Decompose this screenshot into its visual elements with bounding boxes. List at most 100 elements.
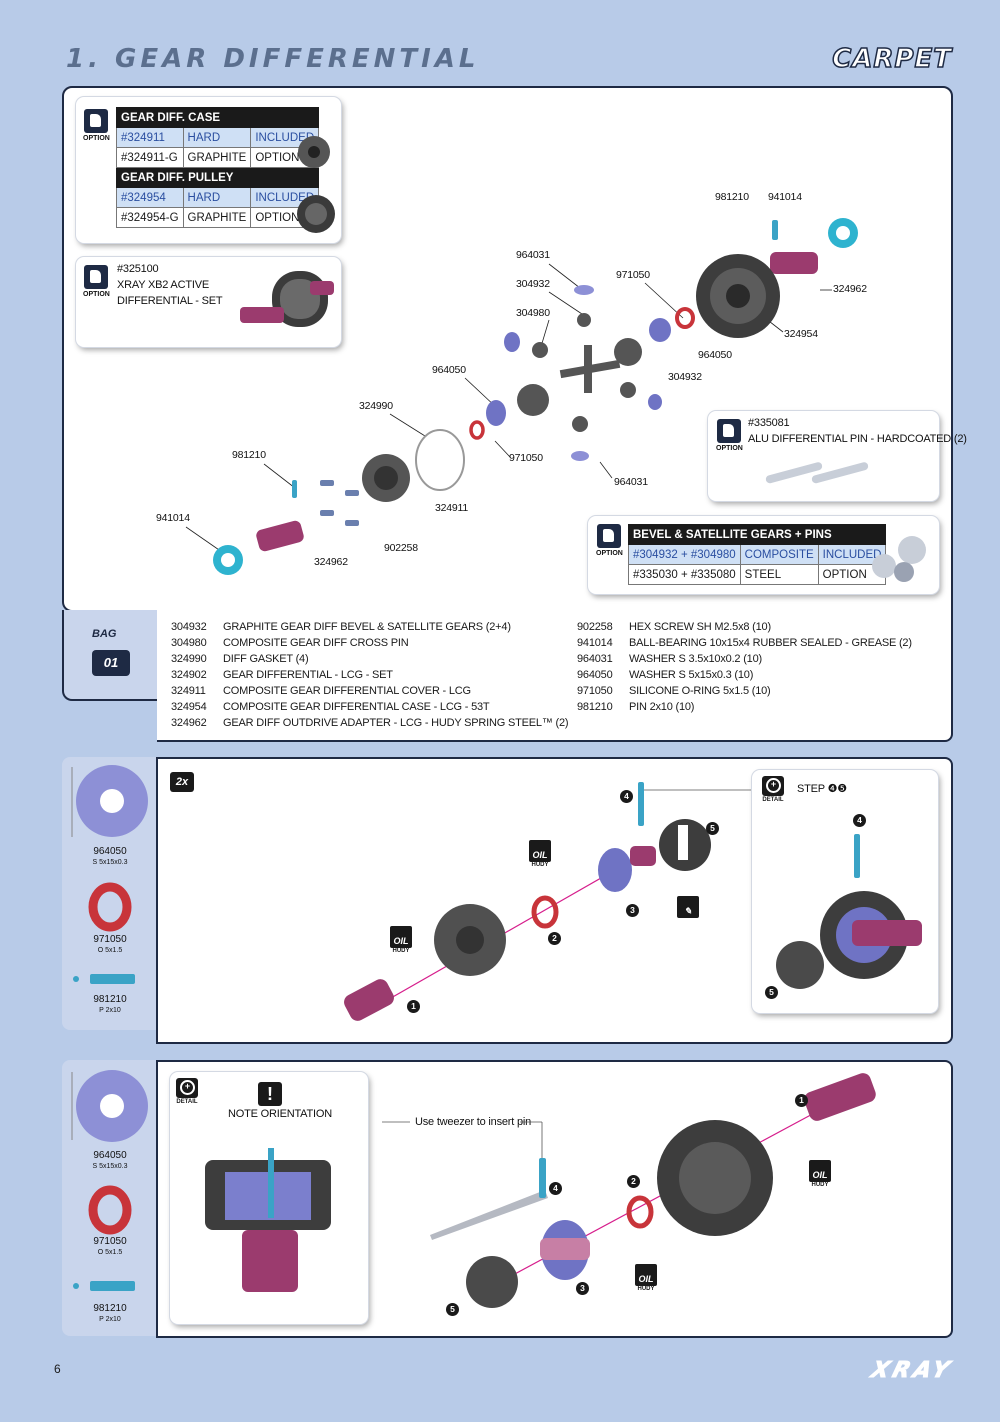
active-diff-image [240, 271, 334, 327]
table-cell: COMPOSITE [739, 544, 819, 565]
option-icon: OPTION [716, 419, 743, 452]
page-title: 1. GEAR DIFFERENTIAL [66, 44, 480, 74]
brand-logo: XRAY [868, 1358, 956, 1384]
sidebar-part-size: O 5x1.5 [97, 1249, 123, 1256]
part-label: 304932 [516, 278, 550, 290]
part-label: 324954 [784, 328, 818, 340]
sidebar-part-code: 964050 [93, 846, 127, 857]
part-label: 324962 [833, 283, 867, 295]
step2-sidebar-parts [71, 1070, 148, 1291]
part-label: 964050 [698, 349, 732, 361]
table-cell: INCLUDED [817, 544, 887, 565]
table-cell: #324911-G [116, 147, 184, 168]
part-label: 941014 [156, 512, 190, 524]
step1-detail-card: DETAIL STEP ❹❺ 4 5 [752, 770, 938, 1013]
table-cell: #324911 [116, 127, 184, 148]
step-number: 5 [446, 1303, 459, 1316]
table-header: GEAR DIFF. PULLEY [115, 167, 320, 188]
table-cell: HARD [182, 127, 252, 148]
warning-icon: ! [258, 1082, 282, 1106]
bag-number: 01 [92, 650, 130, 676]
step-number: 2 [548, 932, 561, 945]
step-number: 4 [853, 814, 866, 827]
step-number: 3 [576, 1282, 589, 1295]
table-cell: GRAPHITE [182, 207, 252, 228]
part-label: 304932 [668, 371, 702, 383]
detail-icon: DETAIL [760, 776, 786, 803]
detail-assembly [776, 834, 922, 989]
bag-label: BAG [92, 628, 117, 640]
active-diff-name: XRAY XB2 ACTIVE [117, 279, 209, 291]
part-label: 971050 [509, 452, 543, 464]
part-label: 324990 [359, 400, 393, 412]
sidebar-part-size: S 5x15x0.3 [92, 859, 128, 866]
table-cell: HARD [182, 187, 252, 208]
sidebar-part-code: 981210 [93, 1303, 127, 1314]
option-icon: OPTION [83, 109, 110, 142]
tweezer-note: Use tweezer to insert pin [415, 1116, 532, 1128]
part-label: 971050 [616, 269, 650, 281]
surface-badge: CARPET [831, 43, 952, 75]
bevel-gears-option-card: OPTION BEVEL & SATELLITE GEARS + PINS #3… [588, 516, 939, 594]
page-number: 6 [54, 1362, 61, 1376]
step-number: 4 [549, 1182, 562, 1195]
active-diff-name2: DIFFERENTIAL - SET [117, 295, 223, 307]
bag-indicator: BAG 01 [62, 610, 158, 701]
orientation-image [205, 1148, 331, 1292]
step1-assembly [344, 782, 755, 1021]
table-cell: #324954 [116, 187, 184, 208]
sidebar-part-code: 971050 [93, 1236, 127, 1247]
exploded-diagram [185, 218, 858, 575]
table-cell: #335030 + #335080 [628, 564, 741, 585]
step-number: 2 [627, 1175, 640, 1188]
option-icon: OPTION [596, 524, 623, 557]
sidebar-part-size: P 2x10 [99, 1007, 121, 1014]
step2-detail-card: DETAIL ! NOTE ORIENTATION [170, 1072, 368, 1324]
part-label: 981210 [715, 191, 749, 203]
step-number: 1 [795, 1094, 808, 1107]
bevel-gears-table: BEVEL & SATELLITE GEARS + PINS #304932 +… [627, 524, 887, 585]
detail-icon: DETAIL [174, 1078, 200, 1105]
detail-step-label: STEP ❹❺ [797, 783, 847, 795]
sidebar-part-code: 964050 [93, 1150, 127, 1161]
sidebar-part-size: P 2x10 [99, 1316, 121, 1323]
part-label: 941014 [768, 191, 802, 203]
step1-sidebar-parts [71, 765, 148, 984]
step-number: 4 [620, 790, 633, 803]
part-label: 964050 [432, 364, 466, 376]
step-number: 5 [765, 986, 778, 999]
note-orientation: NOTE ORIENTATION [228, 1108, 332, 1120]
bevel-gears-image [872, 536, 926, 582]
quantity-badge: 2x [170, 772, 194, 792]
active-diff-code: #325100 [117, 263, 159, 275]
table-cell: #304932 + #304980 [628, 544, 741, 565]
alu-pin-code: #335081 [748, 417, 790, 429]
step-number: 3 [626, 904, 639, 917]
part-label: 964031 [516, 249, 550, 261]
part-label: 981210 [232, 449, 266, 461]
alu-pin-name: ALU DIFFERENTIAL PIN - HARDCOATED (2) [748, 433, 967, 445]
option-icon: OPTION [83, 265, 110, 298]
sidebar-part-size: S 5x15x0.3 [92, 1163, 128, 1170]
alu-pin-image [765, 462, 869, 484]
step2-assembly [382, 1073, 876, 1308]
table-cell: STEEL [739, 564, 819, 585]
